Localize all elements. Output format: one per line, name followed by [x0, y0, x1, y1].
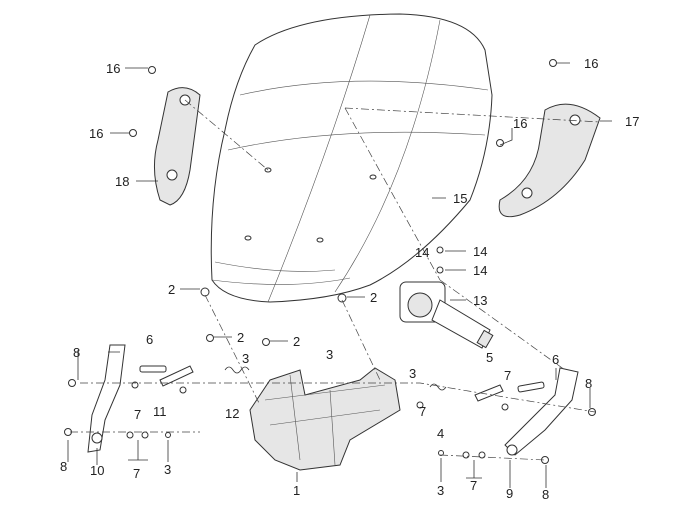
assembly-lines [70, 99, 601, 461]
callout: 2 [293, 334, 300, 349]
callout: 10 [90, 463, 104, 478]
callout: 7 [133, 466, 140, 481]
windscreen [210, 13, 493, 303]
callout: 17 [625, 114, 639, 129]
callout: 3 [326, 347, 333, 362]
callout: 6 [146, 332, 153, 347]
callout: 13 [473, 293, 487, 308]
right-arm [504, 367, 579, 456]
callout: 4 [437, 426, 444, 441]
callout: 7 [134, 407, 141, 422]
callout: 14 [473, 244, 487, 259]
small-parts [64, 59, 596, 464]
callout: 11 [153, 404, 167, 419]
callout: 8 [585, 376, 592, 391]
callout: 15 [453, 191, 467, 206]
callout: 12 [225, 406, 239, 421]
callout: 3 [437, 483, 444, 498]
leader-lines [67, 62, 612, 488]
callout: 7 [504, 368, 511, 383]
callout: 16 [89, 126, 103, 141]
callout: 2 [168, 282, 175, 297]
callout: 14 [415, 245, 429, 260]
callout: 1 [293, 483, 300, 498]
callout: 2 [237, 330, 244, 345]
main-bracket [249, 367, 401, 471]
callout: 3 [409, 366, 416, 381]
left-arm [87, 344, 126, 453]
left-trim-panel [154, 87, 201, 206]
callout: 8 [542, 487, 549, 502]
callout: 6 [552, 352, 559, 367]
callout-labels: 16 16 18 16 17 16 15 14 14 14 13 2 2 2 2… [60, 56, 639, 502]
callout: 16 [106, 61, 120, 76]
callout: 9 [506, 486, 513, 501]
motor [399, 281, 494, 349]
callout: 16 [513, 116, 527, 131]
callout: 8 [60, 459, 67, 474]
callout: 5 [486, 350, 493, 365]
callout: 8 [73, 345, 80, 360]
callout: 7 [419, 404, 426, 419]
callout: 2 [370, 290, 377, 305]
callout: 16 [584, 56, 598, 71]
callout: 7 [470, 478, 477, 493]
callout: 3 [242, 351, 249, 366]
callout: 14 [473, 263, 487, 278]
callout: 18 [115, 174, 129, 189]
callout: 3 [164, 462, 171, 477]
right-trim-panel [498, 103, 601, 218]
